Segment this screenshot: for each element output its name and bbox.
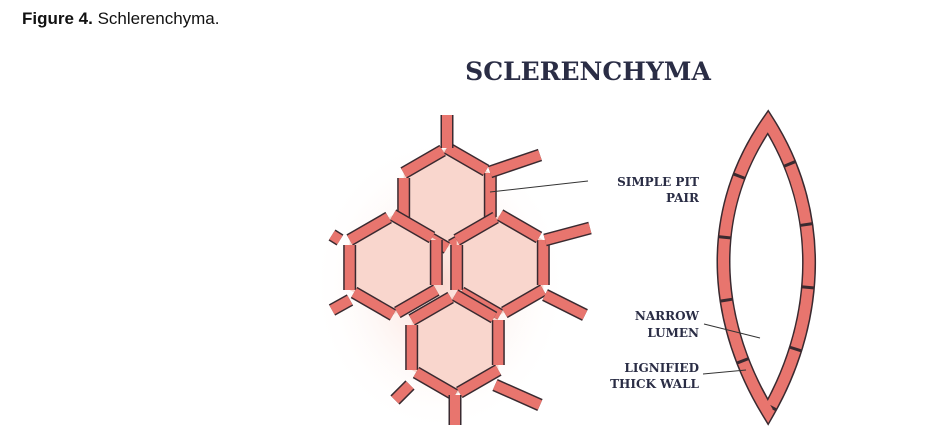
cell-lumen xyxy=(456,215,544,315)
label-simple-pit: SIMPLE PIT xyxy=(617,175,699,189)
cell-wall-stub xyxy=(329,230,343,245)
leader-line-pit xyxy=(489,180,589,193)
label-pair: PAIR xyxy=(666,191,700,205)
figure-caption-text: Schlerenchyma. xyxy=(97,9,220,28)
cell-lumen xyxy=(411,295,499,395)
diagram-title: SCLERENCHYMA xyxy=(465,57,711,86)
cell-wall xyxy=(451,209,549,321)
leader-line-lumen xyxy=(703,323,761,339)
figure-number: Figure 4. xyxy=(22,9,93,28)
cell-wall-stub xyxy=(492,380,543,410)
figure-caption: Figure 4. Schlerenchyma. xyxy=(22,9,219,29)
cell-network xyxy=(328,115,592,425)
label-lignified: LIGNIFIED xyxy=(624,361,699,375)
cell-wall xyxy=(398,142,496,254)
label-narrow: NARROW xyxy=(635,309,700,323)
label-thick-wall: THICK WALL xyxy=(610,377,699,391)
cell-wall-stub xyxy=(543,223,592,245)
label-lumen: LUMEN xyxy=(647,326,699,340)
cell-wall-stub xyxy=(329,295,353,315)
fiber-cell xyxy=(716,109,816,426)
cell-wall-stub xyxy=(542,290,588,320)
leader-line-wall xyxy=(702,369,747,375)
cell-lumen xyxy=(403,148,491,248)
cell-wall-stub xyxy=(391,381,414,404)
cell-lumen xyxy=(349,215,437,315)
cell-wall xyxy=(344,209,442,321)
cell-wall-stub xyxy=(488,150,542,177)
